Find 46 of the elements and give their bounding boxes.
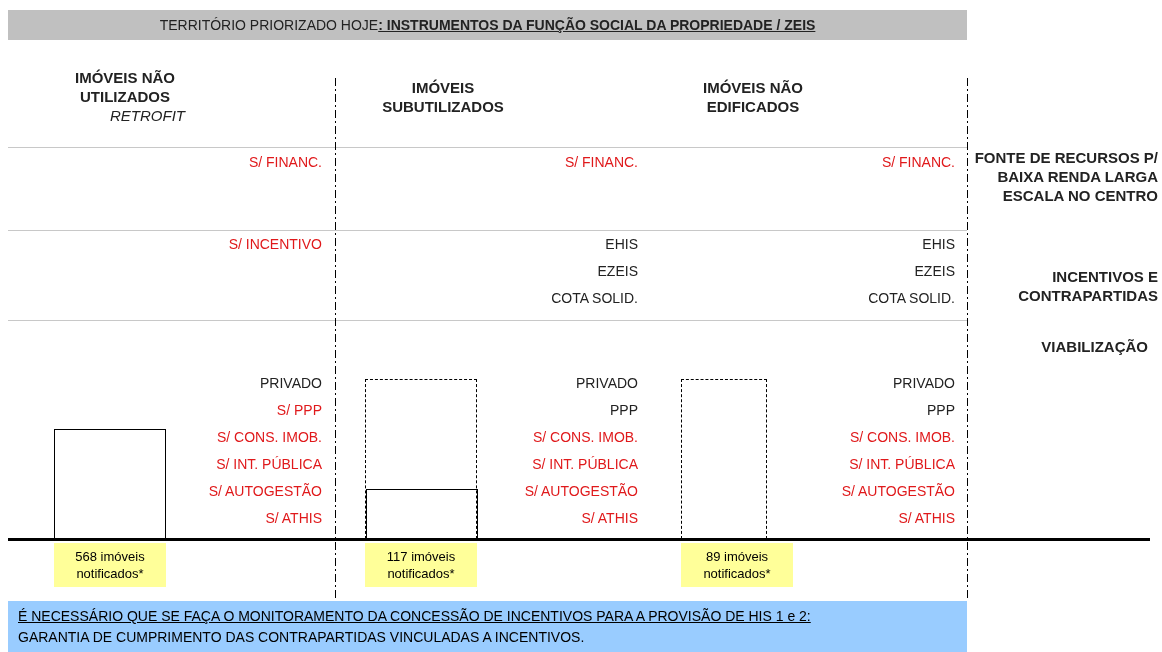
cell-text: S/ ATHIS bbox=[264, 510, 322, 526]
column-header: IMÓVEIS NÃO EDIFICADOS bbox=[702, 78, 804, 116]
cell-text: PPP bbox=[926, 402, 955, 418]
cell-text: EHIS bbox=[921, 236, 955, 252]
banner bbox=[8, 601, 967, 652]
cell-text: PRIVADO bbox=[259, 375, 322, 391]
dashed-bar bbox=[365, 379, 477, 539]
column-header: IMÓVEIS SUBUTILIZADOS bbox=[381, 78, 505, 116]
cell-text: S/ FINANC. bbox=[880, 154, 955, 170]
row-header: INCENTIVOS E CONTRAPARTIDAS bbox=[1017, 267, 1158, 305]
cell-text: S/ CONS. IMOB. bbox=[532, 429, 638, 445]
cell-text: S/ FINANC. bbox=[563, 154, 638, 170]
cell-text: S/ AUTOGESTÃO bbox=[840, 483, 955, 499]
cell-text: S/ AUTOGESTÃO bbox=[207, 483, 322, 499]
note-box: 117 imóveis notificados* bbox=[365, 543, 477, 587]
bar bbox=[54, 429, 166, 539]
dashed-bar bbox=[681, 379, 767, 539]
bar bbox=[366, 489, 478, 540]
cell-text: PPP bbox=[609, 402, 638, 418]
column-header: IMÓVEIS NÃO UTILIZADOS bbox=[74, 68, 176, 106]
cell-text: S/ INT. PÚBLICA bbox=[215, 456, 322, 472]
row-header: VIABILIZAÇÃO bbox=[1040, 337, 1148, 356]
cell-text: PRIVADO bbox=[892, 375, 955, 391]
cell-text: S/ FINANC. bbox=[247, 154, 322, 170]
cell-text: S/ CONS. IMOB. bbox=[849, 429, 955, 445]
banner-text: GARANTIA DE CUMPRIMENTO DAS CONTRAPARTIDAS VINCULADAS A INCENTIVOS. bbox=[18, 628, 586, 647]
cell-text: S/ ATHIS bbox=[897, 510, 955, 526]
row-header: FONTE DE RECURSOS P/ BAIXA RENDA LARGA ESCALA NO CENTRO bbox=[973, 148, 1158, 205]
cell-text: S/ INT. PÚBLICA bbox=[531, 456, 638, 472]
cell-text: S/ AUTOGESTÃO bbox=[523, 483, 638, 499]
cell-text: PRIVADO bbox=[575, 375, 638, 391]
cell-text: COTA SOLID. bbox=[867, 290, 955, 306]
title-text: TERRITÓRIO PRIORIZADO HOJE: INSTRUMENTOS DA FUNÇÃO SOCIAL DA PROPRIEDADE / ZEIS bbox=[159, 17, 816, 33]
cell-text: S/ INCENTIVO bbox=[227, 236, 322, 252]
cell-text: EHIS bbox=[604, 236, 638, 252]
column-subheader: RETROFIT bbox=[109, 108, 185, 124]
cell-text: S/ INT. PÚBLICA bbox=[848, 456, 955, 472]
note-box: 89 imóveis notificados* bbox=[681, 543, 793, 587]
cell-text: S/ ATHIS bbox=[580, 510, 638, 526]
cell-text: EZEIS bbox=[913, 263, 955, 279]
cell-text: S/ PPP bbox=[275, 402, 322, 418]
cell-text: EZEIS bbox=[596, 263, 638, 279]
banner-heading: É NECESSÁRIO QUE SE FAÇA O MONITORAMENTO DA CONCESSÃO DE INCENTIVOS PARA A PROVISÃO DE HIS 1 e 2: bbox=[18, 607, 812, 626]
note-box: 568 imóveis notificados* bbox=[54, 543, 166, 587]
cell-text: S/ CONS. IMOB. bbox=[216, 429, 322, 445]
cell-text: COTA SOLID. bbox=[550, 290, 638, 306]
